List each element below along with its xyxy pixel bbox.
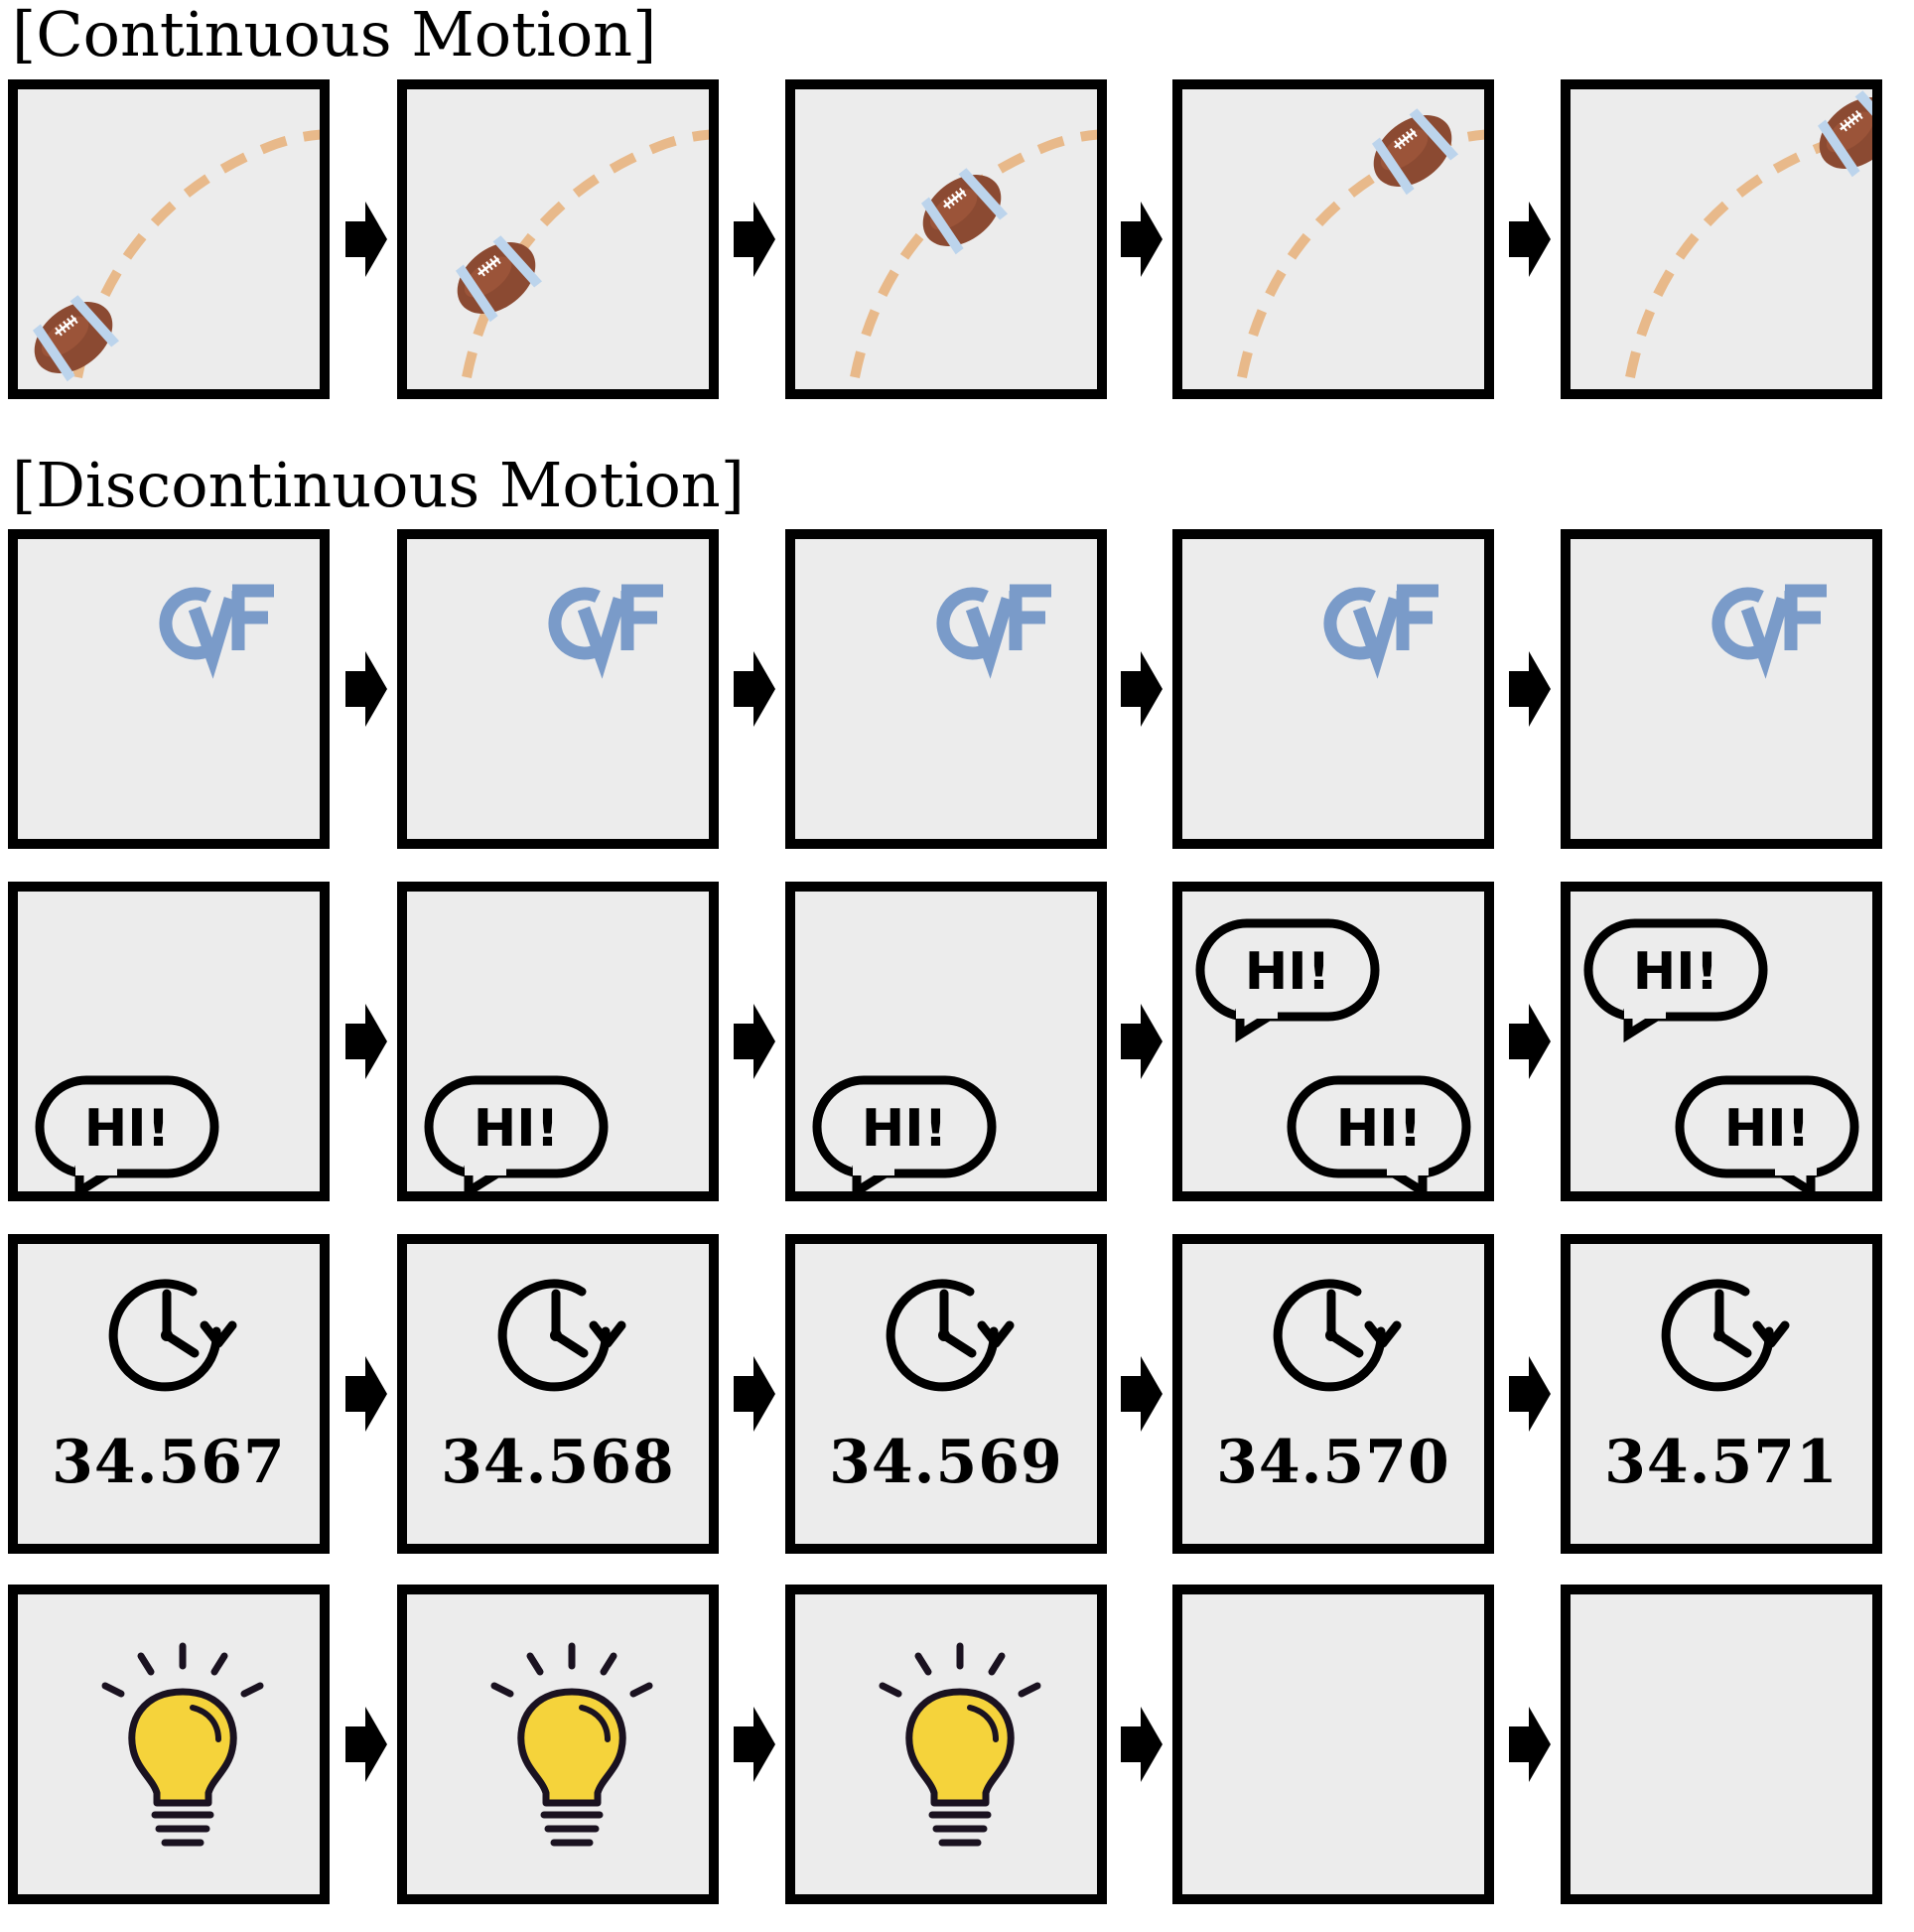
arrow-right-icon [1509,1707,1551,1782]
arrow-right-icon [1509,1004,1551,1079]
football-icon [32,295,120,382]
trajectory-path [1625,129,1872,378]
bulb-frame-5 [1561,1585,1882,1904]
counter-value: 34.570 [1216,1428,1450,1497]
arrow-right-icon [1121,651,1162,727]
clock-icon [1661,1279,1790,1392]
arrow-right-icon [345,1707,387,1782]
counter-frame-5: 34.571 [1561,1234,1882,1554]
arrow-right-icon [1121,202,1162,277]
speech-bubble-icon: HI! [424,1075,609,1191]
football-icon [920,168,1009,255]
speech-frame-4: HI! HI! [1172,882,1494,1201]
speech-bubble-icon: HI! [1287,1075,1471,1191]
arrow-right-icon [1509,651,1551,727]
arrow-right-icon [734,1004,775,1079]
continuous-frame-5 [1561,79,1882,399]
cvf-logo-icon [1323,584,1438,679]
arrow-right-icon [1121,1356,1162,1432]
speech-bubble-text: HI! [1245,942,1331,1002]
bulb-frame-3 [785,1585,1107,1904]
logo-frame-3: CVF [785,529,1107,849]
logo-frame-4: CVF [1172,529,1494,849]
arrow-right-icon [345,1004,387,1079]
trajectory-path [1237,129,1484,378]
lightbulb-icon [490,1642,653,1847]
clock-icon [497,1279,626,1392]
counter-value: 34.569 [829,1428,1063,1497]
arrow-right-icon [1509,202,1551,277]
bulb-frame-2 [397,1585,719,1904]
arrow-right-icon [734,651,775,727]
arrow-right-icon [345,1356,387,1432]
lightbulb-icon [101,1642,264,1847]
bulb-frame-4 [1172,1585,1494,1904]
football-icon [1817,90,1872,178]
continuous-motion-title: [Continuous Motion] [12,0,657,70]
speech-bubble-text: HI! [1633,942,1719,1002]
logo-frame-5: CVF [1561,529,1882,849]
cvf-logo-icon [1711,584,1827,679]
football-icon [455,235,543,323]
counter-frame-2: 34.568 [397,1234,719,1554]
speech-frame-5: HI! HI! [1561,882,1882,1201]
speech-frame-2: HI! [397,882,719,1201]
counter-value: 34.567 [52,1428,286,1497]
continuous-frame-2 [397,79,719,399]
bulb-frame-1 [8,1585,330,1904]
arrow-right-icon [345,651,387,727]
arrow-right-icon [1121,1707,1162,1782]
arrow-right-icon [1121,1004,1162,1079]
counter-frame-3: 34.569 [785,1234,1107,1554]
logo-frame-2: CVF [397,529,719,849]
cvf-logo-icon [159,584,274,679]
speech-bubble-text: HI! [1336,1099,1423,1159]
counter-value: 34.571 [1604,1428,1839,1497]
speech-bubble-icon: HI! [1195,918,1380,1043]
lightbulb-icon [879,1642,1041,1847]
speech-frame-1: HI! [8,882,330,1201]
clock-icon [1273,1279,1402,1392]
speech-bubble-text: HI! [84,1099,171,1159]
speech-bubble-text: HI! [862,1099,948,1159]
clock-icon [108,1279,237,1392]
speech-bubble-icon: HI! [812,1075,997,1191]
discontinuous-motion-title: [Discontinuous Motion] [12,449,745,521]
arrow-right-icon [734,202,775,277]
arrow-right-icon [734,1707,775,1782]
clock-icon [886,1279,1015,1392]
continuous-frame-4 [1172,79,1494,399]
football-icon [1371,108,1459,196]
speech-bubble-text: HI! [1724,1099,1811,1159]
counter-value: 34.568 [441,1428,675,1497]
counter-frame-4: 34.570 [1172,1234,1494,1554]
cvf-logo-icon [548,584,663,679]
continuous-frame-1 [8,79,330,399]
speech-bubble-icon: HI! [1583,918,1768,1043]
speech-bubble-icon: HI! [35,1075,219,1191]
counter-frame-1: 34.567 [8,1234,330,1554]
cvf-logo-icon [936,584,1051,679]
speech-bubble-icon: HI! [1675,1075,1859,1191]
arrow-right-icon [1509,1356,1551,1432]
continuous-frame-3 [785,79,1107,399]
arrow-right-icon [734,1356,775,1432]
arrow-right-icon [345,202,387,277]
logo-frame-1: CVF [8,529,330,849]
trajectory-path [850,129,1097,378]
speech-bubble-text: HI! [474,1099,560,1159]
speech-frame-3: HI! [785,882,1107,1201]
